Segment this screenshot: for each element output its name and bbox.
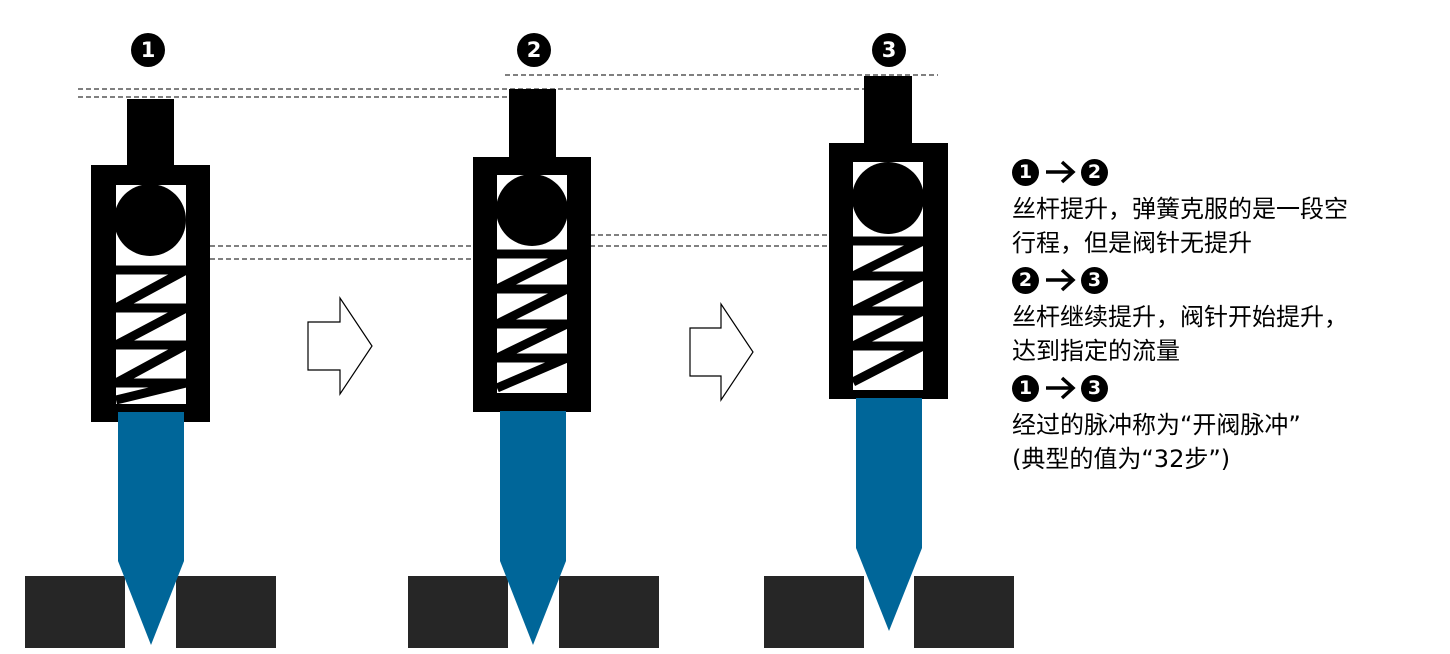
reference-lines bbox=[78, 74, 938, 260]
seat-right bbox=[914, 576, 1014, 648]
to-badge: 2 bbox=[1081, 158, 1108, 186]
badge-circle bbox=[872, 33, 906, 67]
badge-number: 1 bbox=[141, 38, 156, 62]
arrow-right-icon bbox=[1046, 376, 1076, 400]
valve-needle bbox=[118, 412, 184, 645]
seat-left bbox=[764, 576, 864, 648]
seat-left bbox=[25, 576, 125, 648]
spring bbox=[494, 249, 570, 393]
arrow-right-icon bbox=[1046, 160, 1076, 184]
stage-badge: 1 bbox=[131, 33, 165, 67]
note-3-line-1: 经过的脉冲称为“开阀脉冲” bbox=[1012, 411, 1301, 439]
from-badge: 2 bbox=[1012, 266, 1039, 294]
badge-number: 2 bbox=[527, 38, 542, 62]
seat-left bbox=[408, 576, 508, 648]
lead-screw bbox=[509, 89, 556, 159]
ball bbox=[852, 162, 924, 234]
from-badge: 1 bbox=[1012, 158, 1039, 186]
step-arrow-2 bbox=[689, 302, 754, 402]
note-2-line-1: 丝杆继续提升，阀针开始提升， bbox=[1012, 303, 1348, 331]
badge-number: 3 bbox=[882, 38, 897, 62]
note-2-heading: 2 3 bbox=[1012, 260, 1444, 300]
seat-right bbox=[176, 576, 276, 648]
from-badge: 1 bbox=[1012, 374, 1039, 402]
valve-needle bbox=[856, 398, 922, 631]
to-badge: 3 bbox=[1081, 266, 1108, 294]
stage-badge: 2 bbox=[517, 33, 551, 67]
note-3-heading: 1 3 bbox=[1012, 368, 1444, 408]
stage-badge: 3 bbox=[872, 33, 906, 67]
badge-circle bbox=[517, 33, 551, 67]
seat-right bbox=[559, 576, 659, 648]
arrow-right-icon bbox=[1046, 268, 1076, 292]
lead-screw bbox=[864, 76, 912, 146]
to-badge: 3 bbox=[1081, 374, 1108, 402]
lead-screw bbox=[127, 99, 174, 167]
ball bbox=[496, 174, 568, 246]
note-1-heading: 1 2 bbox=[1012, 152, 1444, 192]
badge-circle bbox=[131, 33, 165, 67]
ball bbox=[114, 184, 186, 256]
spring bbox=[113, 265, 189, 405]
stage-3: 3 bbox=[764, 33, 1014, 648]
note-1-line-1: 丝杆提升，弹簧克服的是一段空 bbox=[1012, 195, 1348, 223]
step-arrow-1 bbox=[307, 296, 373, 396]
valve-needle bbox=[500, 411, 566, 645]
stage-2: 2 bbox=[408, 33, 659, 648]
stage-1: 1 bbox=[25, 33, 276, 648]
note-1-line-2: 行程，但是阀针无提升 bbox=[1012, 229, 1252, 257]
note-2-line-2: 达到指定的流量 bbox=[1012, 337, 1180, 365]
spring bbox=[850, 236, 926, 387]
explanation-panel: 1 2 丝杆提升，弹簧克服的是一段空 行程，但是阀针无提升 2 3 丝杆继续提升… bbox=[1012, 152, 1444, 476]
note-3-line-2: (典型的值为“32步”) bbox=[1012, 445, 1231, 473]
